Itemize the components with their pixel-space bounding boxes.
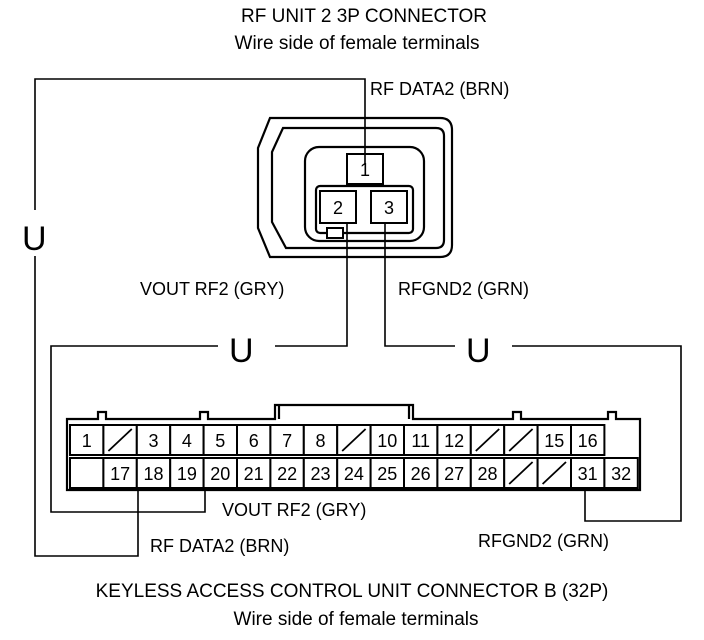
pin-2-number: 2 [333, 198, 343, 218]
terminal-cell [202, 457, 239, 489]
pin-2-cell [319, 190, 357, 224]
pin-3-cell [370, 190, 408, 224]
connector-row-1: 1 3 4 5 6 7 8 10 11 12 15 16 [69, 424, 606, 456]
pin-1-number: 1 [360, 160, 370, 180]
top-connector-subtitle: Wire side of female terminals [235, 33, 480, 54]
empty-terminal-slash [508, 461, 534, 485]
terminal-cell [536, 424, 572, 456]
terminal-number: 10 [377, 431, 397, 451]
terminal-number: 27 [444, 464, 464, 484]
terminal-number: 21 [244, 464, 264, 484]
rfgnd2-top-label: RFGND2 (GRN) [398, 279, 529, 299]
empty-terminal-slash [541, 461, 567, 485]
terminal-cell [169, 457, 205, 489]
terminal-number: 4 [182, 431, 192, 451]
terminal-number: 15 [544, 431, 564, 451]
terminal-cell [135, 424, 172, 456]
rf-unit-connector: 1 2 3 [256, 116, 454, 259]
vout-rf2-bottom-label: VOUT RF2 (GRY) [222, 500, 366, 520]
terminal-number: 25 [377, 464, 397, 484]
empty-terminal-slash [508, 428, 534, 452]
bottom-connector-subtitle: Wire side of female terminals [234, 609, 479, 630]
terminal-number: 1 [82, 431, 92, 451]
terminal-number: 24 [344, 464, 364, 484]
terminal-number: 22 [277, 464, 297, 484]
terminal-cell [369, 457, 406, 489]
terminal-number: 23 [310, 464, 330, 484]
terminal-number: 12 [444, 431, 464, 451]
bottom-connector-title: KEYLESS ACCESS CONTROL UNIT CONNECTOR B … [96, 581, 609, 602]
terminal-cell [302, 457, 339, 489]
wires [34, 78, 682, 557]
terminal-cell [403, 424, 439, 456]
vout-rf2-top-label: VOUT RF2 (GRY) [140, 279, 284, 299]
pin-3-number: 3 [384, 198, 394, 218]
terminal-number: 5 [215, 431, 225, 451]
rfgnd2-bottom-label: RFGND2 (GRN) [478, 531, 609, 551]
terminal-number: 6 [249, 431, 259, 451]
top-connector-title: RF UNIT 2 3P CONNECTOR [241, 6, 487, 27]
terminal-number: 20 [210, 464, 230, 484]
terminal-cell [236, 424, 272, 456]
terminal-cell [69, 457, 105, 489]
terminal-number: 26 [411, 464, 431, 484]
terminal-cell [336, 457, 372, 489]
terminal-number: 28 [477, 464, 497, 484]
rf-data2-bottom-label: RF DATA2 (BRN) [150, 536, 289, 556]
terminal-cell [570, 424, 606, 456]
terminal-number: 8 [315, 431, 325, 451]
terminal-number: 16 [578, 431, 598, 451]
terminal-number: 17 [110, 464, 130, 484]
empty-terminal-slash [341, 428, 367, 452]
empty-terminal-slash [107, 428, 133, 452]
terminal-number: 31 [578, 464, 598, 484]
terminal-cell [169, 424, 205, 456]
terminal-number: 18 [143, 464, 163, 484]
terminal-cell [369, 424, 406, 456]
terminal-number: 7 [282, 431, 292, 451]
keyless-connector [65, 403, 642, 492]
terminal-cell [102, 457, 138, 489]
connector-row-2: 17 18 19 20 21 22 23 24 25 26 27 28 31 32 [69, 457, 639, 489]
u-symbol-left: U [22, 220, 47, 258]
u-symbol-right: U [466, 332, 491, 370]
terminal-cell [603, 457, 639, 489]
terminal-number: 11 [411, 431, 430, 451]
empty-terminal-slash [475, 428, 500, 452]
terminal-number: 3 [148, 431, 158, 451]
u-symbol-middle: U [229, 332, 254, 370]
rf-data2-top-label: RF DATA2 (BRN) [370, 79, 509, 99]
terminal-number: 32 [611, 464, 631, 484]
terminal-number: 19 [177, 464, 197, 484]
